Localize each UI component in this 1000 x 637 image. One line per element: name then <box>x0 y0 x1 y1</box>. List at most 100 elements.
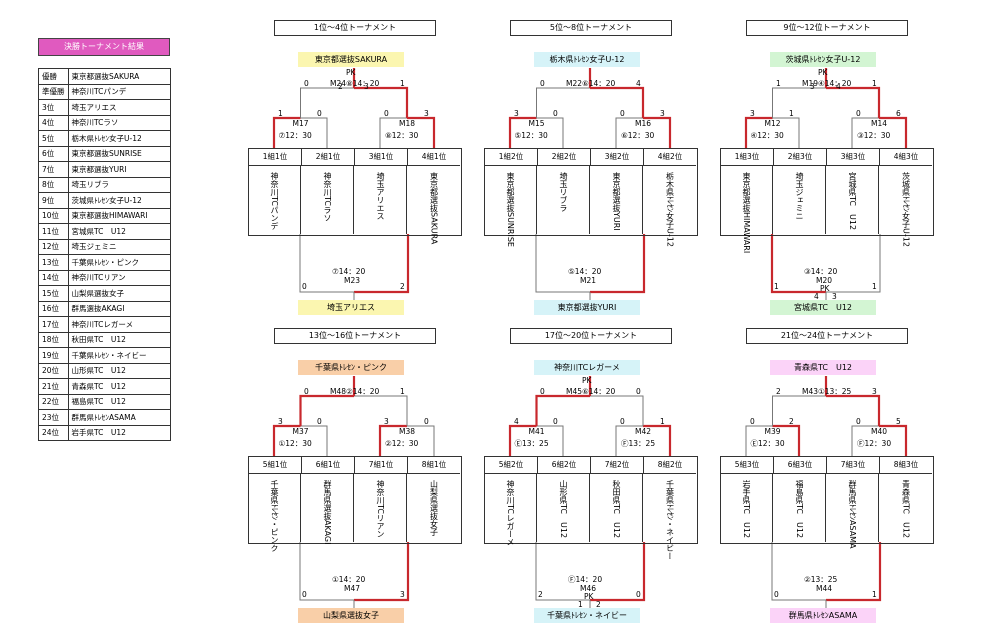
semi-right-score-b: 1 <box>660 417 665 426</box>
group-header: 7組1位 <box>355 457 408 474</box>
ranking-position: 15位 <box>38 285 69 302</box>
team-cell: 山形県TC U12 <box>538 474 590 542</box>
team-name: 神奈川TCラソ <box>323 172 332 223</box>
third-score-right: 1 <box>872 282 877 291</box>
third-place-label: 宮城県TC U12 <box>770 300 876 315</box>
ranking-team: 群馬選抜AKAGI <box>67 300 171 317</box>
ranking-team: 東京都選抜SAKURA <box>67 68 171 85</box>
group-header: 7組3位 <box>827 457 880 474</box>
final-match: M45⑥14：20 <box>566 387 616 396</box>
semi-right-match: M40 <box>871 427 888 436</box>
group-header: 8組1位 <box>408 457 460 474</box>
third-place-label: 山梨県選抜女子 <box>298 608 404 623</box>
team-cell: 神奈川TCレガーメ <box>485 474 537 546</box>
team-cell: 埼玉アリエス <box>355 166 407 234</box>
third-place-label: 東京都選抜YURI <box>534 300 640 315</box>
final-right <box>354 86 409 118</box>
third-pk: PK <box>584 592 594 601</box>
semi-left-score-b: 0 <box>317 417 322 426</box>
third-place-label: 埼玉アリエス <box>298 300 404 315</box>
ranking-position: 11位 <box>38 223 69 240</box>
final-right <box>826 394 881 426</box>
team-name: 埼玉リブラ <box>559 172 568 212</box>
team-cell: 神奈川TCラソ <box>302 166 354 234</box>
group-header: 5組3位 <box>721 457 774 474</box>
team-name: 秋田県TC U12 <box>612 480 621 539</box>
third-score-right: 3 <box>400 590 405 599</box>
winner-label: 神奈川TCレガーメ <box>534 360 640 375</box>
semi-right-time: ⑥12：30 <box>621 131 655 140</box>
third-left <box>770 234 826 294</box>
ranking-row: 15位山梨県選抜女子 <box>38 285 171 302</box>
semi-right-match: M42 <box>635 427 652 436</box>
semi-right-b <box>879 116 908 148</box>
group-header: 5組1位 <box>249 457 302 474</box>
final-score-left: 0 <box>540 79 545 88</box>
third-left <box>299 234 354 293</box>
team-name: 栃木県ﾄﾚｾﾝ女子U-12 <box>665 172 675 247</box>
team-cell: 埼玉ジェミニ <box>774 166 826 234</box>
team-name: 千葉県ﾄﾚｾﾝ・ピンク <box>270 480 279 552</box>
team-cell: 秋田県TC U12 <box>591 474 643 542</box>
ranking-row: 20位山形県TC U12 <box>38 362 171 379</box>
team-cell: 山梨県選抜女子 <box>408 474 460 542</box>
semi-left-b <box>772 424 801 456</box>
semi-left-time: ④12：30 <box>750 131 784 140</box>
third-time: ⑦14：20 <box>332 267 366 276</box>
semi-right-time: Ⓕ12：30 <box>857 439 892 448</box>
group-header: 8組2位 <box>644 457 696 474</box>
semi-right-score-a: 0 <box>856 109 861 118</box>
bracket-title: 21位～24位トーナメント <box>746 328 908 344</box>
final-score-right: 3 <box>872 387 877 396</box>
ranking-position: 18位 <box>38 331 69 348</box>
group-header: 1組2位 <box>485 149 538 166</box>
ranking-team: 東京都選抜SUNRISE <box>67 145 171 162</box>
semi-left-match: M37 <box>292 427 309 436</box>
final-match: M43①13：25 <box>802 387 852 396</box>
group-header: 2組2位 <box>538 149 591 166</box>
group-header: 3組1位 <box>355 149 408 166</box>
semi-left-score-a: 3 <box>750 109 755 118</box>
bracket-title: 13位～16位トーナメント <box>274 328 436 344</box>
team-cell: 神奈川TCリアン <box>355 474 407 542</box>
group-header: 7組2位 <box>591 457 644 474</box>
semi-left-match: M17 <box>292 119 309 128</box>
semi-left-score-a: 0 <box>750 417 755 426</box>
third-right <box>354 542 410 602</box>
third-time: ③14：20 <box>804 267 838 276</box>
winner-label: 栃木県ﾄﾚｾﾝ女子U-12 <box>534 52 640 67</box>
semi-right-a <box>615 117 643 148</box>
team-name: 神奈川TCレガーメ <box>506 480 515 547</box>
ranking-team: 山形県TC U12 <box>67 362 171 379</box>
semi-left-time: Ⓔ12：30 <box>750 439 785 448</box>
group-header: 6組3位 <box>774 457 827 474</box>
team-cell: 東京都選抜SUNRISE <box>485 166 537 247</box>
ranking-position: 5位 <box>38 130 69 147</box>
third-pk: PK <box>820 284 830 293</box>
third-place-label: 群馬県ﾄﾚｾﾝASAMA <box>770 608 876 623</box>
ranking-row: 23位群馬県ﾄﾚｾﾝASAMA <box>38 409 171 426</box>
third-pk-left: 1 <box>578 600 583 609</box>
team-name: 青森県TC U12 <box>901 480 911 539</box>
third-score-left: 0 <box>302 282 307 291</box>
final-match: M19④14：20 <box>802 79 852 88</box>
bracket-lines <box>508 68 672 300</box>
semi-left-score-b: 0 <box>553 417 558 426</box>
final-pk: PK <box>346 68 356 77</box>
team-cell: 茨城県ﾄﾚｾﾝ女子U-12 <box>880 166 932 247</box>
semi-left-score-a: 3 <box>278 417 283 426</box>
final-score-right: 1 <box>400 387 405 396</box>
semi-right-a <box>379 117 407 148</box>
ranking-team: 秋田県TC U12 <box>67 331 171 348</box>
third-left <box>535 542 590 601</box>
final-pk-left: 2 <box>338 82 343 91</box>
semi-left-b <box>772 117 800 148</box>
ranking-row: 3位埼玉アリエス <box>38 99 171 116</box>
team-cell: 千葉県ﾄﾚｾﾝ・ピンク <box>249 474 301 552</box>
